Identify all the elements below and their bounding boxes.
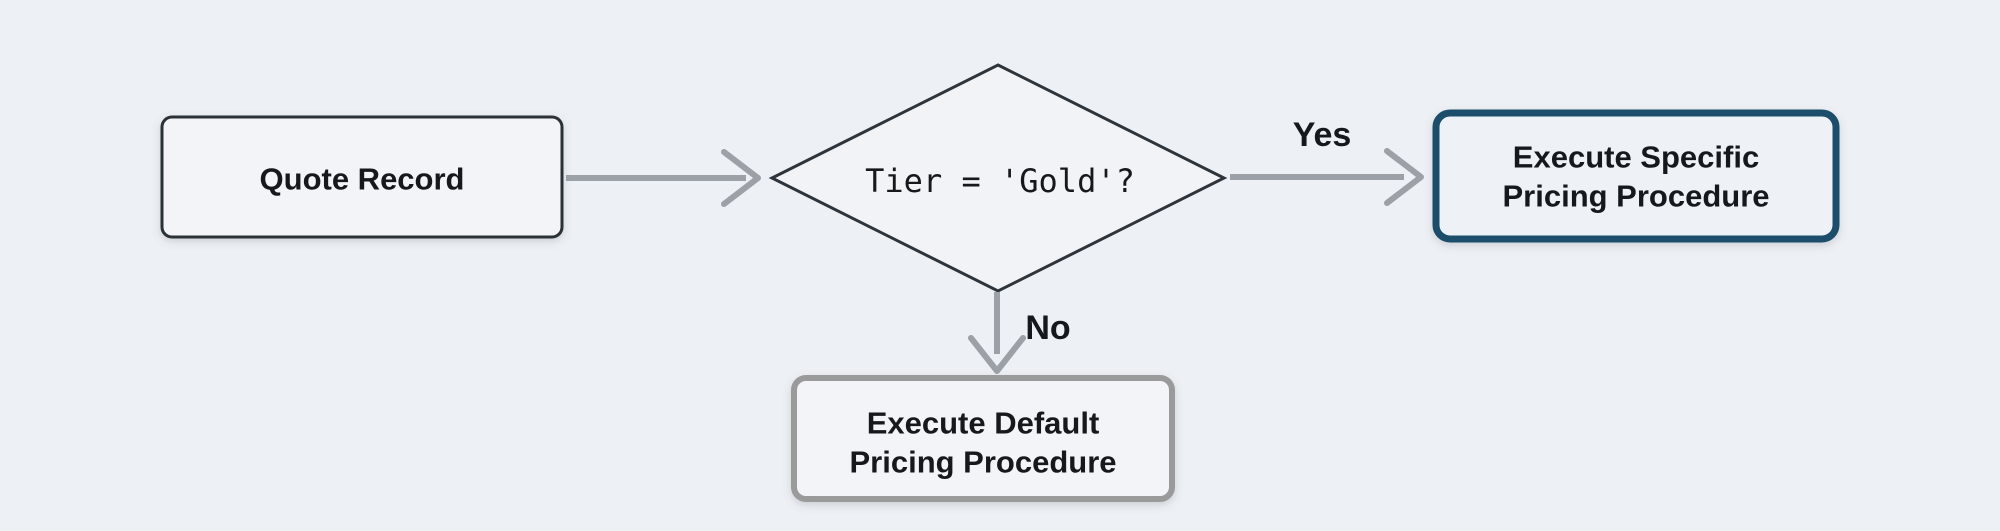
- decision-label: Tier = 'Gold'?: [865, 162, 1135, 200]
- quote-record-box: [160, 115, 564, 239]
- edge-yes: Yes: [1230, 116, 1424, 206]
- arrowhead-down-icon: [968, 335, 1026, 374]
- node-execute-specific: Execute Specific Pricing Procedure: [1432, 109, 1840, 243]
- decision-diamond: [768, 63, 1228, 293]
- node-decision: Tier = 'Gold'?: [768, 63, 1228, 293]
- node-quote-record: Quote Record: [160, 115, 564, 239]
- execute-default-label-line2: Pricing Procedure: [849, 445, 1116, 480]
- edge-quote-to-decision: [566, 149, 761, 207]
- quote-record-label: Quote Record: [260, 162, 465, 197]
- execute-specific-box: [1432, 109, 1840, 243]
- node-execute-default: Execute Default Pricing Procedure: [791, 375, 1175, 502]
- execute-specific-label-line2: Pricing Procedure: [1502, 179, 1769, 214]
- execute-default-label-line1: Execute Default: [867, 406, 1100, 441]
- execute-default-box: [791, 375, 1175, 502]
- yes-edge-label: Yes: [1293, 116, 1352, 154]
- execute-specific-label-line1: Execute Specific: [1513, 140, 1759, 175]
- no-edge-label: No: [1025, 309, 1070, 347]
- arrowhead-right-icon: [1384, 148, 1424, 206]
- arrowhead-right-icon: [721, 149, 761, 207]
- edge-no: No: [968, 292, 1071, 374]
